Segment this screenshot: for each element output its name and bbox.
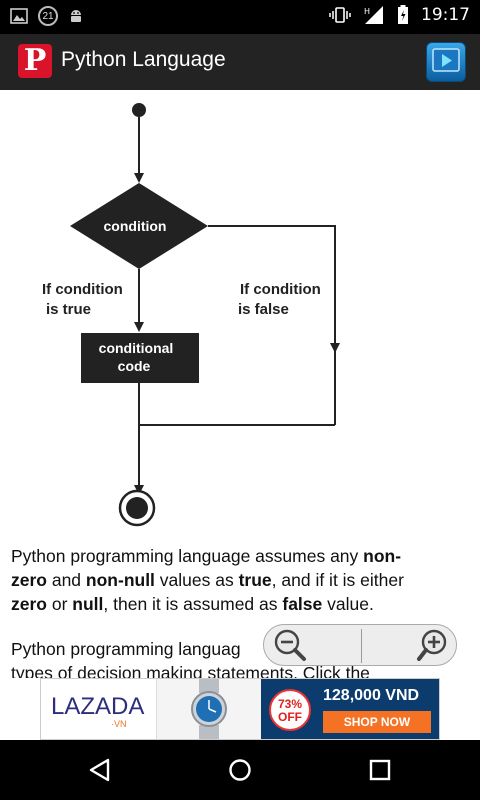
ad-discount-off: OFF [278, 710, 302, 724]
text-run: values as [154, 570, 239, 590]
flowchart-end-node [118, 489, 156, 527]
text-run: , and if it is either [271, 570, 404, 590]
false-branch-label-line2: is false [238, 301, 289, 318]
article-content[interactable]: condition If condition is true If condit… [0, 90, 480, 678]
zoom-out-icon [274, 629, 306, 661]
emphasized-term: true [238, 570, 272, 590]
ad-discount-percent: 73% [277, 697, 303, 711]
image-icon [10, 8, 28, 24]
condition-label: condition [104, 218, 167, 234]
ad-discount-badge: 73% OFF [269, 689, 311, 731]
paragraph-decision-statements: Python programming languag types of deci… [11, 637, 466, 678]
paragraph-truth-values: Python programming language assumes any … [11, 544, 466, 616]
flowchart-false-path [208, 225, 340, 353]
paragraph-line: zero and non-null values as true, and if… [11, 570, 404, 590]
ad-price: 128,000 VND [323, 687, 420, 704]
back-icon [89, 758, 110, 782]
emphasized-term: non-null [85, 570, 155, 590]
ad-product-image [157, 679, 261, 739]
flowchart-conditional-code-node: conditional code [81, 333, 199, 383]
ad-brand-suffix: ·VN [111, 719, 127, 729]
ad-promo-panel: 73% OFF 128,000 VND SHOP NOW [261, 679, 439, 739]
status-bar: 21 H 19:17 [0, 0, 480, 34]
app-logo[interactable]: P [18, 44, 52, 78]
zoom-out-button[interactable] [272, 627, 308, 663]
flowchart-condition-node: condition [70, 183, 208, 269]
flowchart-start-node [132, 103, 146, 117]
status-bar-system: H 19:17 [329, 5, 470, 25]
zoom-divider [361, 629, 362, 663]
if-statement-flowchart: condition If condition is true If condit… [42, 103, 340, 527]
watch-icon [191, 679, 227, 739]
navigation-bar [0, 740, 480, 800]
android-icon [71, 10, 81, 22]
paragraph-line: Python programming language assumes any … [11, 546, 401, 566]
zoom-in-icon [417, 629, 447, 661]
page-title: Python Language [61, 48, 226, 71]
conditional-code-label-line1: conditional [99, 340, 174, 356]
vibrate-icon [329, 7, 351, 23]
recents-icon [369, 759, 391, 781]
paragraph-line: Python programming languag [11, 639, 241, 659]
paragraph-line: zero or null, then it is assumed as fals… [11, 594, 374, 614]
status-time: 19:17 [421, 5, 470, 25]
status-bar-notifications: 21 [10, 6, 84, 26]
ad-shop-now-button[interactable]: SHOP NOW [323, 711, 431, 733]
text-run: or [46, 594, 73, 614]
signal-icon: H [364, 6, 383, 24]
play-store-icon [432, 48, 460, 72]
ad-brand-logo: LAZADA ·VN [41, 679, 157, 739]
emphasized-term: non- [363, 546, 402, 566]
false-branch-label-line1: If condition [240, 281, 321, 298]
true-branch-label-line2: is true [46, 301, 91, 318]
notification-count-icon: 21 [38, 6, 58, 26]
text-run: and [46, 570, 86, 590]
svg-text:H: H [364, 7, 370, 16]
text-run: , then it is assumed as [103, 594, 283, 614]
zoom-control [263, 624, 457, 666]
play-store-button[interactable] [426, 42, 466, 82]
ad-brand-name: LAZADA [51, 693, 145, 720]
paragraph-line: types of decision making statements. Cli… [11, 663, 370, 678]
zoom-in-button[interactable] [416, 627, 452, 663]
emphasized-term: zero [11, 594, 47, 614]
conditional-code-label-line2: code [118, 358, 151, 374]
ad-banner[interactable]: LAZADA ·VN 73% OFF 128,000 VND SHOP NOW [40, 678, 440, 740]
text-run: Python programming language assumes any [11, 546, 364, 566]
true-branch-label-line1: If condition [42, 281, 123, 298]
emphasized-term: zero [11, 570, 47, 590]
emphasized-term: false [282, 594, 323, 614]
home-icon [229, 759, 251, 781]
recents-button[interactable] [366, 756, 394, 784]
home-button[interactable] [226, 756, 254, 784]
battery-icon [398, 5, 408, 24]
text-run: value. [322, 594, 374, 614]
app-bar: P Python Language [0, 34, 480, 90]
emphasized-term: null [72, 594, 104, 614]
back-button[interactable] [86, 756, 114, 784]
